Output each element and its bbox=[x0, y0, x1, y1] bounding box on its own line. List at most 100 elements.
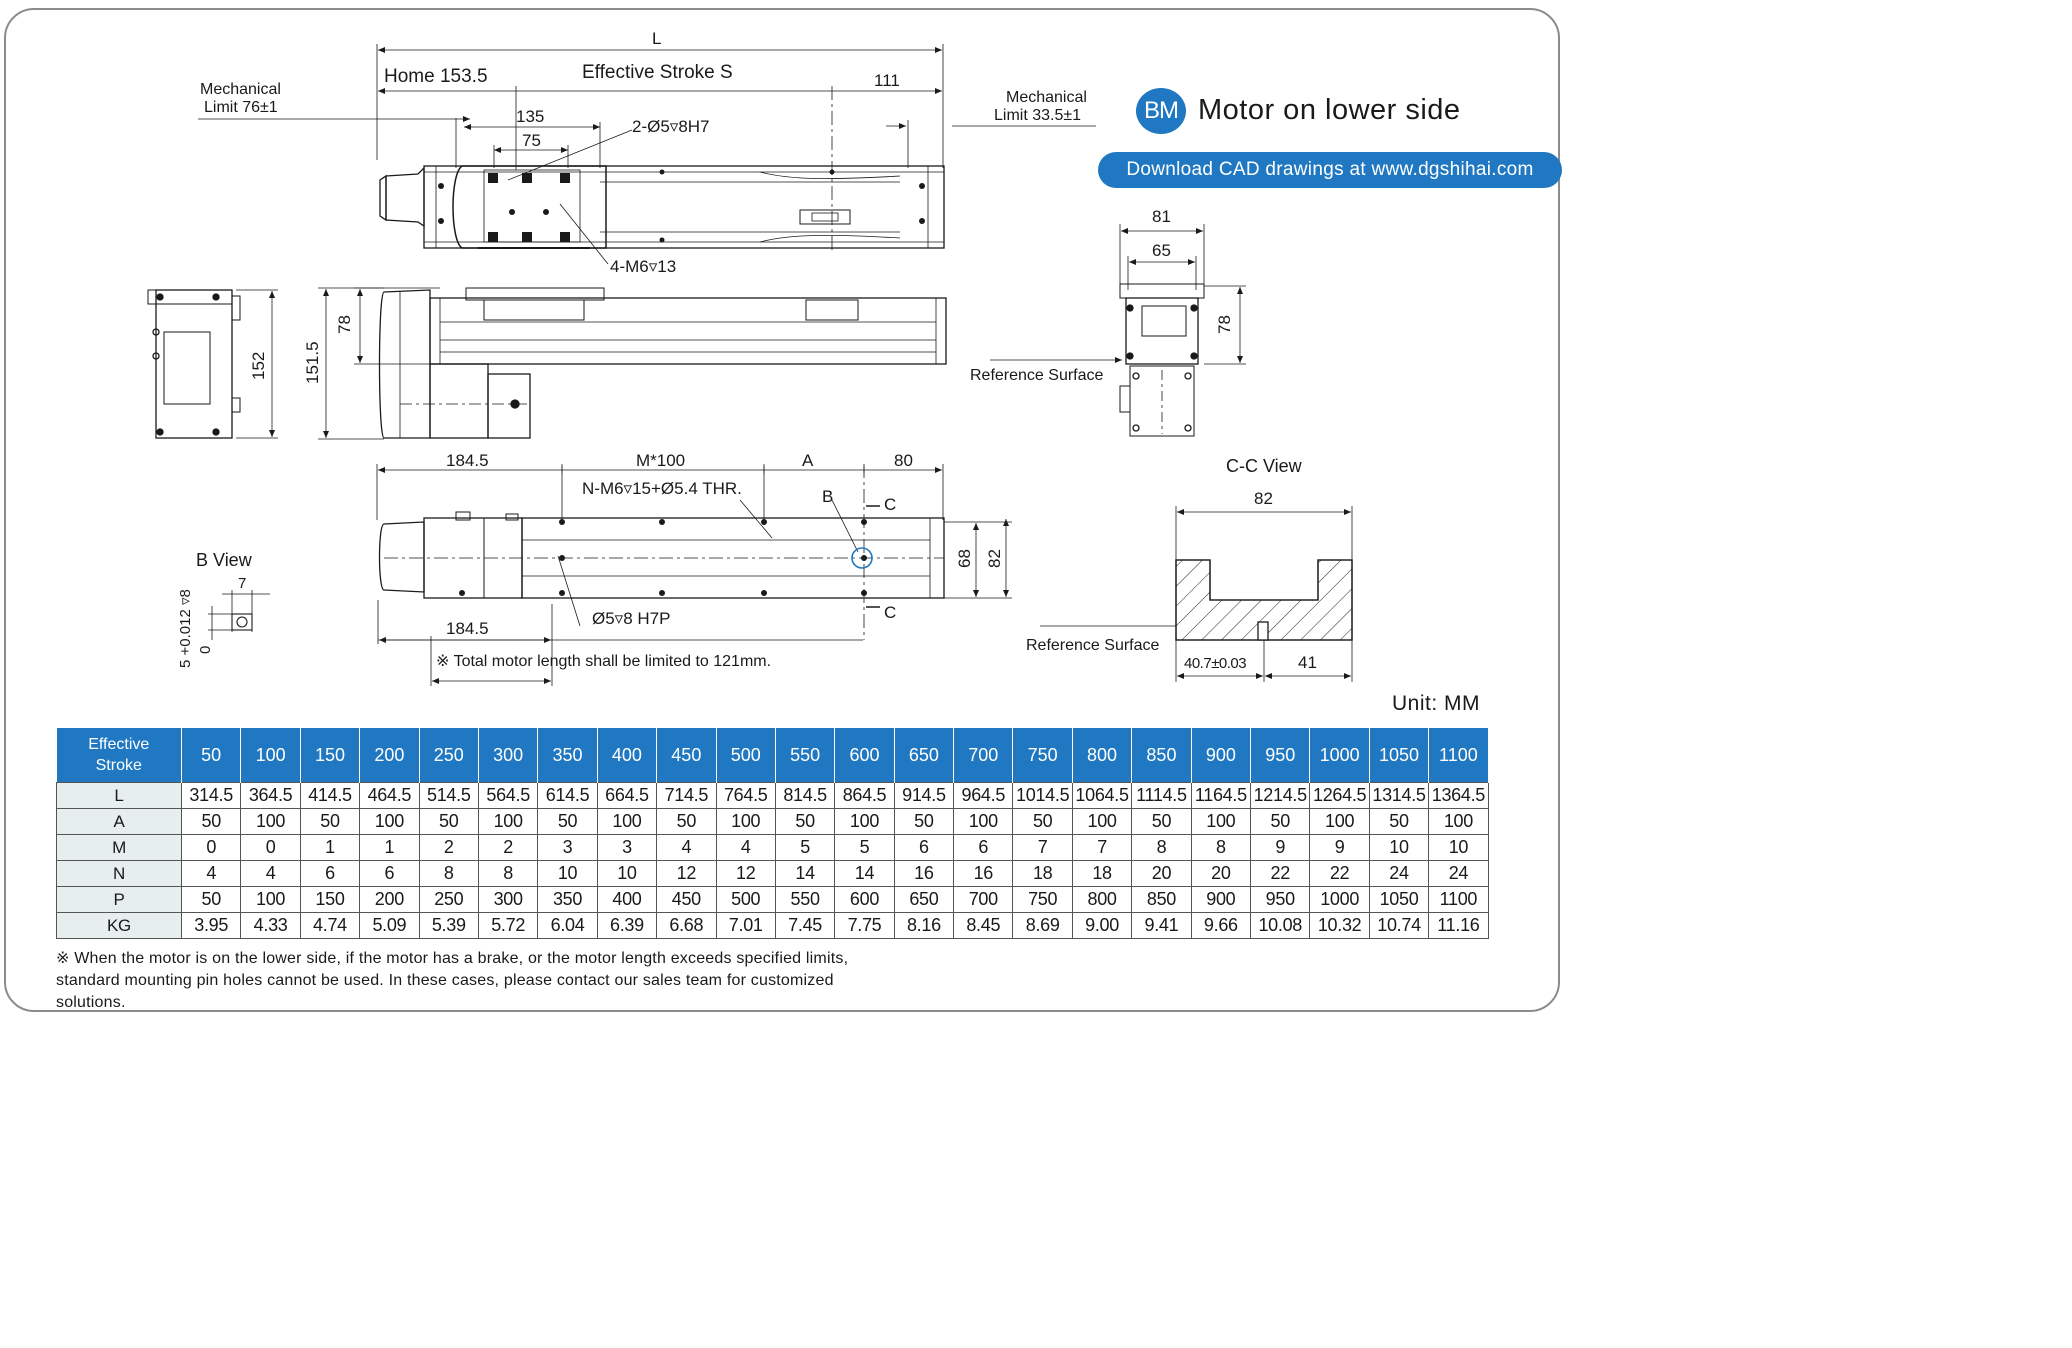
reference-surface-label: Reference Surface bbox=[970, 367, 1104, 384]
table-cell: 350 bbox=[537, 886, 598, 913]
dim-135-label: 135 bbox=[516, 107, 544, 126]
cc-dim-41-label: 41 bbox=[1298, 653, 1317, 672]
table-cell: 4 bbox=[180, 860, 242, 887]
table-cell: 8 bbox=[418, 860, 479, 887]
mech-limit-right-line2: Limit 33.5±1 bbox=[994, 107, 1081, 124]
table-cell: 864.5 bbox=[834, 782, 895, 809]
table-cell: 100 bbox=[1190, 808, 1252, 835]
table-cell: 564.5 bbox=[477, 782, 539, 809]
table-cell: 18 bbox=[1012, 860, 1073, 887]
stroke-header-cell: 850 bbox=[1131, 728, 1192, 783]
table-cell: 1100 bbox=[1428, 886, 1489, 913]
row-label: A bbox=[56, 808, 182, 835]
table-cell: 14 bbox=[774, 860, 836, 887]
table-cell: 9.00 bbox=[1071, 912, 1133, 939]
table-cell: 700 bbox=[953, 886, 1014, 913]
table-cell: 1050 bbox=[1368, 886, 1430, 913]
table-cell: 50 bbox=[299, 808, 361, 835]
table-cell: 100 bbox=[240, 886, 301, 913]
table-cell: 2 bbox=[477, 834, 539, 861]
dim-184-5-top-label: 184.5 bbox=[446, 451, 489, 470]
header-line-2: Stroke bbox=[95, 757, 142, 774]
dim-a-label: A bbox=[802, 451, 814, 470]
table-cell: 450 bbox=[656, 886, 717, 913]
dim-68-label: 68 bbox=[955, 549, 974, 568]
table-cell: 100 bbox=[1309, 808, 1370, 835]
table-cell: 8 bbox=[1190, 834, 1252, 861]
row-label: P bbox=[56, 886, 182, 913]
table-cell: 5.09 bbox=[359, 912, 420, 939]
table-cell: 18 bbox=[1071, 860, 1133, 887]
stroke-header-cell: 800 bbox=[1072, 728, 1133, 783]
row-label: N bbox=[56, 860, 182, 887]
table-cell: 1314.5 bbox=[1368, 782, 1430, 809]
table-cell: 14 bbox=[834, 860, 895, 887]
table-cell: 5 bbox=[834, 834, 895, 861]
stroke-header-cell: 250 bbox=[419, 728, 479, 783]
dim-81-label: 81 bbox=[1152, 207, 1171, 226]
table-cell: 50 bbox=[1012, 808, 1073, 835]
table-cell: 150 bbox=[299, 886, 361, 913]
left-end-view bbox=[147, 289, 278, 439]
stroke-header-cell: 350 bbox=[537, 728, 598, 783]
table-cell: 250 bbox=[418, 886, 479, 913]
top-view-holes bbox=[438, 169, 925, 243]
table-cell: 100 bbox=[1071, 808, 1133, 835]
table-cell: 3 bbox=[596, 834, 658, 861]
table-cell: 50 bbox=[180, 886, 242, 913]
table-cell: 100 bbox=[953, 808, 1014, 835]
table-cell: 6.68 bbox=[656, 912, 717, 939]
table-cell: 9 bbox=[1309, 834, 1370, 861]
row-label: KG bbox=[56, 912, 182, 939]
pin-hole-label: 2-Ø5▿8H7 bbox=[632, 117, 710, 136]
table-cell: 22 bbox=[1309, 860, 1370, 887]
top-view bbox=[198, 44, 1096, 265]
table-cell: 300 bbox=[477, 886, 539, 913]
effective-stroke-header: Effective Stroke bbox=[56, 728, 182, 783]
unit-label: Unit: MM bbox=[1392, 692, 1480, 715]
b-view bbox=[208, 590, 270, 640]
stroke-header-cell: 1000 bbox=[1309, 728, 1370, 783]
stroke-header-cell: 750 bbox=[1012, 728, 1073, 783]
table-cell: 650 bbox=[893, 886, 955, 913]
table-cell: 11.16 bbox=[1428, 912, 1489, 939]
table-cell: 7.75 bbox=[834, 912, 895, 939]
stroke-header-cell: 500 bbox=[716, 728, 776, 783]
cc-reference-surface-label: Reference Surface bbox=[1026, 637, 1160, 654]
table-cell: 550 bbox=[774, 886, 836, 913]
table-cell: 8.45 bbox=[953, 912, 1014, 939]
mech-limit-right-line1: Mechanical bbox=[1006, 89, 1087, 106]
table-cell: 10 bbox=[1368, 834, 1430, 861]
table-cell: 24 bbox=[1428, 860, 1489, 887]
table-cell: 1214.5 bbox=[1250, 782, 1311, 809]
stroke-header-cell: 450 bbox=[656, 728, 717, 783]
table-cell: 6.04 bbox=[537, 912, 598, 939]
table-cell: 414.5 bbox=[299, 782, 361, 809]
table-cell: 9 bbox=[1250, 834, 1311, 861]
table-cell: 8.69 bbox=[1012, 912, 1073, 939]
dim-m100-label: M*100 bbox=[636, 451, 685, 470]
effective-stroke-label: Effective Stroke S bbox=[582, 62, 733, 83]
stroke-header-cell: 650 bbox=[894, 728, 955, 783]
dim-80-label: 80 bbox=[894, 451, 913, 470]
cad-download-link[interactable]: Download CAD drawings at www.dgshihai.co… bbox=[1098, 152, 1562, 188]
table-cell: 50 bbox=[656, 808, 717, 835]
table-cell: 12 bbox=[656, 860, 717, 887]
table-cell: 664.5 bbox=[596, 782, 658, 809]
table-cell: 500 bbox=[715, 886, 776, 913]
detail-b-marker bbox=[851, 547, 873, 569]
table-cell: 4.74 bbox=[299, 912, 361, 939]
table-cell: 1114.5 bbox=[1131, 782, 1192, 809]
motor-length-note: ※ Total motor length shall be limited to… bbox=[436, 653, 771, 670]
table-cell: 6 bbox=[893, 834, 955, 861]
table-cell: 5.39 bbox=[418, 912, 479, 939]
table-cell: 16 bbox=[953, 860, 1014, 887]
table-cell: 10.74 bbox=[1368, 912, 1430, 939]
table-cell: 400 bbox=[596, 886, 658, 913]
